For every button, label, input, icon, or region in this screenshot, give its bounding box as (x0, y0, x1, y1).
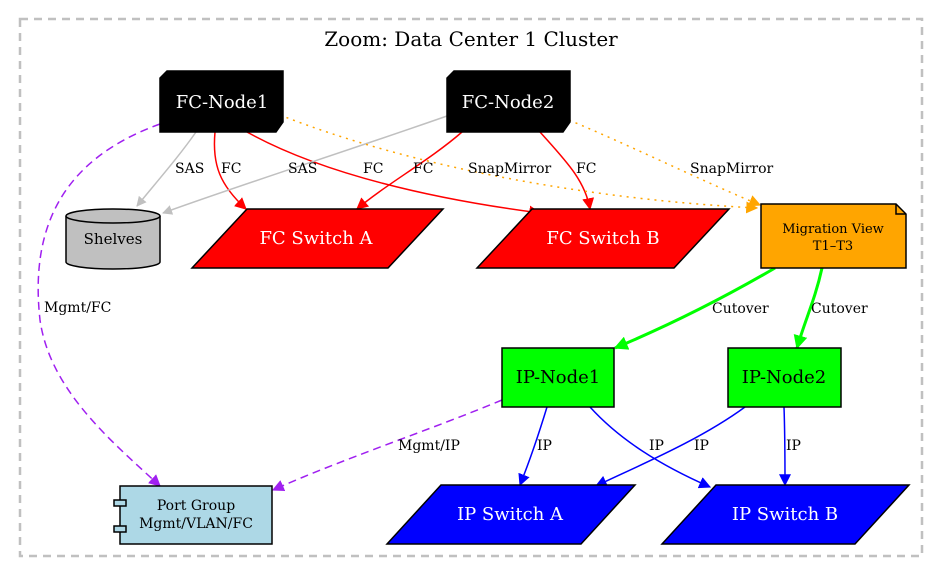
node-fc-node1-shape (159, 70, 284, 133)
edge-label-fc1-fca: FC (221, 161, 241, 177)
node-ip-node2-label: IP-Node2 (742, 367, 827, 388)
node-ip-switch-a-label: IP Switch A (457, 504, 564, 525)
node-fc-switch-a-shape (190, 208, 445, 269)
node-fc-switch-b[interactable]: FC Switch B (475, 208, 731, 269)
node-fc-node2[interactable]: FC-Node2 (446, 70, 571, 133)
node-shelves-shape (65, 216, 161, 270)
node-ip-switch-b-shape (660, 484, 911, 545)
node-fc-node2-shape (446, 70, 571, 133)
node-ip-node1-label: IP-Node1 (516, 367, 601, 388)
edge-label-fc1-migration: SnapMirror (468, 161, 552, 177)
edge-fc2-shelves (162, 115, 448, 215)
node-migration-view-label-line1: Migration View (782, 222, 884, 237)
node-port-group-label-line2: Mgmt/VLAN/FC (139, 516, 253, 532)
node-fc-node1[interactable]: FC-Node1 (159, 70, 284, 133)
edge-ip2-ipa (594, 406, 746, 487)
edge-fc1-fca (213, 131, 247, 210)
edge-label-migration-ip1: Cutover (712, 301, 769, 317)
edge-fc1-shelves (136, 131, 197, 207)
node-ip-node1[interactable]: IP-Node1 (501, 347, 615, 408)
node-shelves-top (65, 208, 161, 224)
node-ip-node2[interactable]: IP-Node2 (727, 347, 842, 408)
edge-label-ip1-ipb: IP (649, 438, 664, 454)
node-ip-node1-shape (501, 347, 615, 408)
edge-fc1-fcb (239, 127, 542, 218)
edge-label-fc1-shelves: SAS (175, 161, 204, 177)
node-ip-node2-shape (727, 347, 842, 408)
edge-migration-ip2 (793, 267, 824, 350)
node-fc-switch-b-label: FC Switch B (546, 228, 659, 249)
node-port-group[interactable]: Port Group Mgmt/VLAN/FC (113, 485, 273, 545)
edge-fc2-fca (356, 131, 463, 210)
edge-label-ip1-portgroup: Mgmt/IP (398, 438, 460, 454)
node-fc-node2-label: FC-Node2 (462, 92, 555, 113)
node-migration-view-label-line2: T1–T3 (813, 239, 853, 254)
node-fc-switch-b-shape (475, 208, 731, 269)
edge-label-fc2-fcb: FC (576, 161, 596, 177)
edge-label-fc2-migration: SnapMirror (690, 161, 774, 177)
node-fc-switch-a-label: FC Switch A (259, 228, 373, 249)
node-port-group-label-line1: Port Group (157, 498, 235, 514)
edge-label-fc2-fca: FC (413, 161, 433, 177)
edge-label-fc1-fcb: FC (363, 161, 383, 177)
cluster-border (18, 17, 924, 558)
edge-ip1-ipa (518, 406, 548, 487)
node-migration-view[interactable]: Migration View T1–T3 (760, 203, 907, 269)
edge-ip2-ipb (778, 406, 791, 487)
edge-ip1-ipb (589, 406, 712, 489)
edge-migration-ip1 (613, 266, 776, 350)
edge-fc2-fcb (539, 131, 595, 211)
edge-label-fc1-portgroup: Mgmt/FC (44, 300, 111, 316)
edge-fc1-migration (279, 114, 759, 214)
edge-label-migration-ip2: Cutover (811, 301, 868, 317)
edge-ip1-portgroup (271, 399, 503, 492)
node-port-group-tab-top (113, 499, 127, 507)
node-migration-view-shape (760, 203, 907, 269)
edge-label-ip2-ipa: IP (694, 438, 709, 454)
node-ip-switch-b[interactable]: IP Switch B (660, 484, 911, 545)
node-port-group-tab-bottom (113, 525, 127, 533)
edge-label-ip1-ipa: IP (537, 438, 552, 454)
node-ip-switch-a[interactable]: IP Switch A (385, 484, 637, 545)
edge-label-fc2-shelves: SAS (288, 161, 317, 177)
edge-fc1-portgroup (37, 123, 161, 487)
node-port-group-shape (119, 485, 273, 545)
node-migration-view-fold (895, 204, 906, 215)
node-shelves-label: Shelves (84, 230, 143, 248)
node-fc-node1-label: FC-Node1 (176, 92, 269, 113)
edge-label-ip2-ipb: IP (786, 438, 801, 454)
cluster-title: Zoom: Data Center 1 Cluster (324, 27, 618, 51)
node-ip-switch-b-label: IP Switch B (732, 504, 838, 525)
node-fc-switch-a[interactable]: FC Switch A (190, 208, 445, 269)
node-shelves[interactable]: Shelves (65, 208, 161, 270)
node-ip-switch-a-shape (385, 484, 637, 545)
